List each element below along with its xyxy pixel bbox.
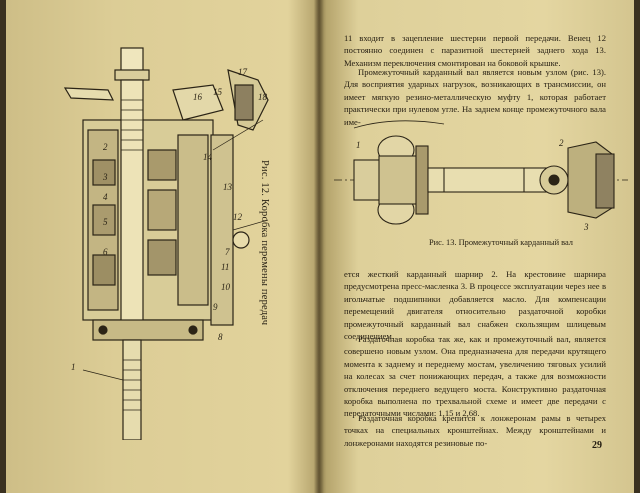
- paragraph-3: ется жесткий карданный шарнир 2. На крес…: [344, 269, 606, 342]
- fig12-label-7: 7: [225, 247, 230, 257]
- figure-13-caption: Рис. 13. Промежуточный карданный вал: [429, 238, 573, 247]
- paragraph-5: Раздаточная коробка крепится к лонжерона…: [344, 413, 606, 448]
- fig12-label-12: 12: [233, 212, 243, 222]
- fig12-label-15: 15: [213, 87, 223, 97]
- page-number: 29: [592, 440, 602, 451]
- paragraph-1: 11 входит в зацепление шестерни первой п…: [344, 33, 606, 68]
- fig13-label-2: 2: [559, 138, 564, 148]
- fig13-label-1: 1: [356, 140, 361, 150]
- book-gutter: [314, 0, 324, 493]
- fig12-label-2: 2: [103, 142, 108, 152]
- fig12-label-13: 13: [223, 182, 233, 192]
- fig12-label-11: 11: [221, 262, 229, 272]
- page-edge-left: [0, 0, 6, 493]
- fig12-label-3: 3: [102, 172, 108, 182]
- fig12-label-9: 9: [213, 302, 218, 312]
- fig12-label-6: 6: [103, 247, 108, 257]
- right-page: 11 входит в зацепление шестерни первой п…: [326, 0, 632, 493]
- fig12-label-10: 10: [221, 282, 231, 292]
- fig12-label-8: 8: [218, 332, 223, 342]
- fig13-label-3: 3: [583, 222, 589, 232]
- fig12-label-5: 5: [103, 217, 108, 227]
- fig12-label-17: 17: [238, 67, 248, 77]
- fig12-label-16: 16: [193, 92, 203, 102]
- paragraph-2: Промежуточный карданный вал является нов…: [344, 67, 606, 127]
- fig12-label-14: 14: [203, 152, 213, 162]
- page-edge-right: [634, 0, 640, 493]
- cardan-shaft-drawing: 1 2 3: [334, 120, 628, 232]
- figure-12-caption: Рис. 12. Коробка перемены передач: [259, 160, 270, 326]
- fig12-label-4: 4: [103, 192, 108, 202]
- fig12-label-1: 1: [71, 362, 76, 372]
- fig12-label-18: 18: [258, 92, 268, 102]
- paragraph-4: Раздаточная коробка так же, как и промеж…: [344, 334, 606, 419]
